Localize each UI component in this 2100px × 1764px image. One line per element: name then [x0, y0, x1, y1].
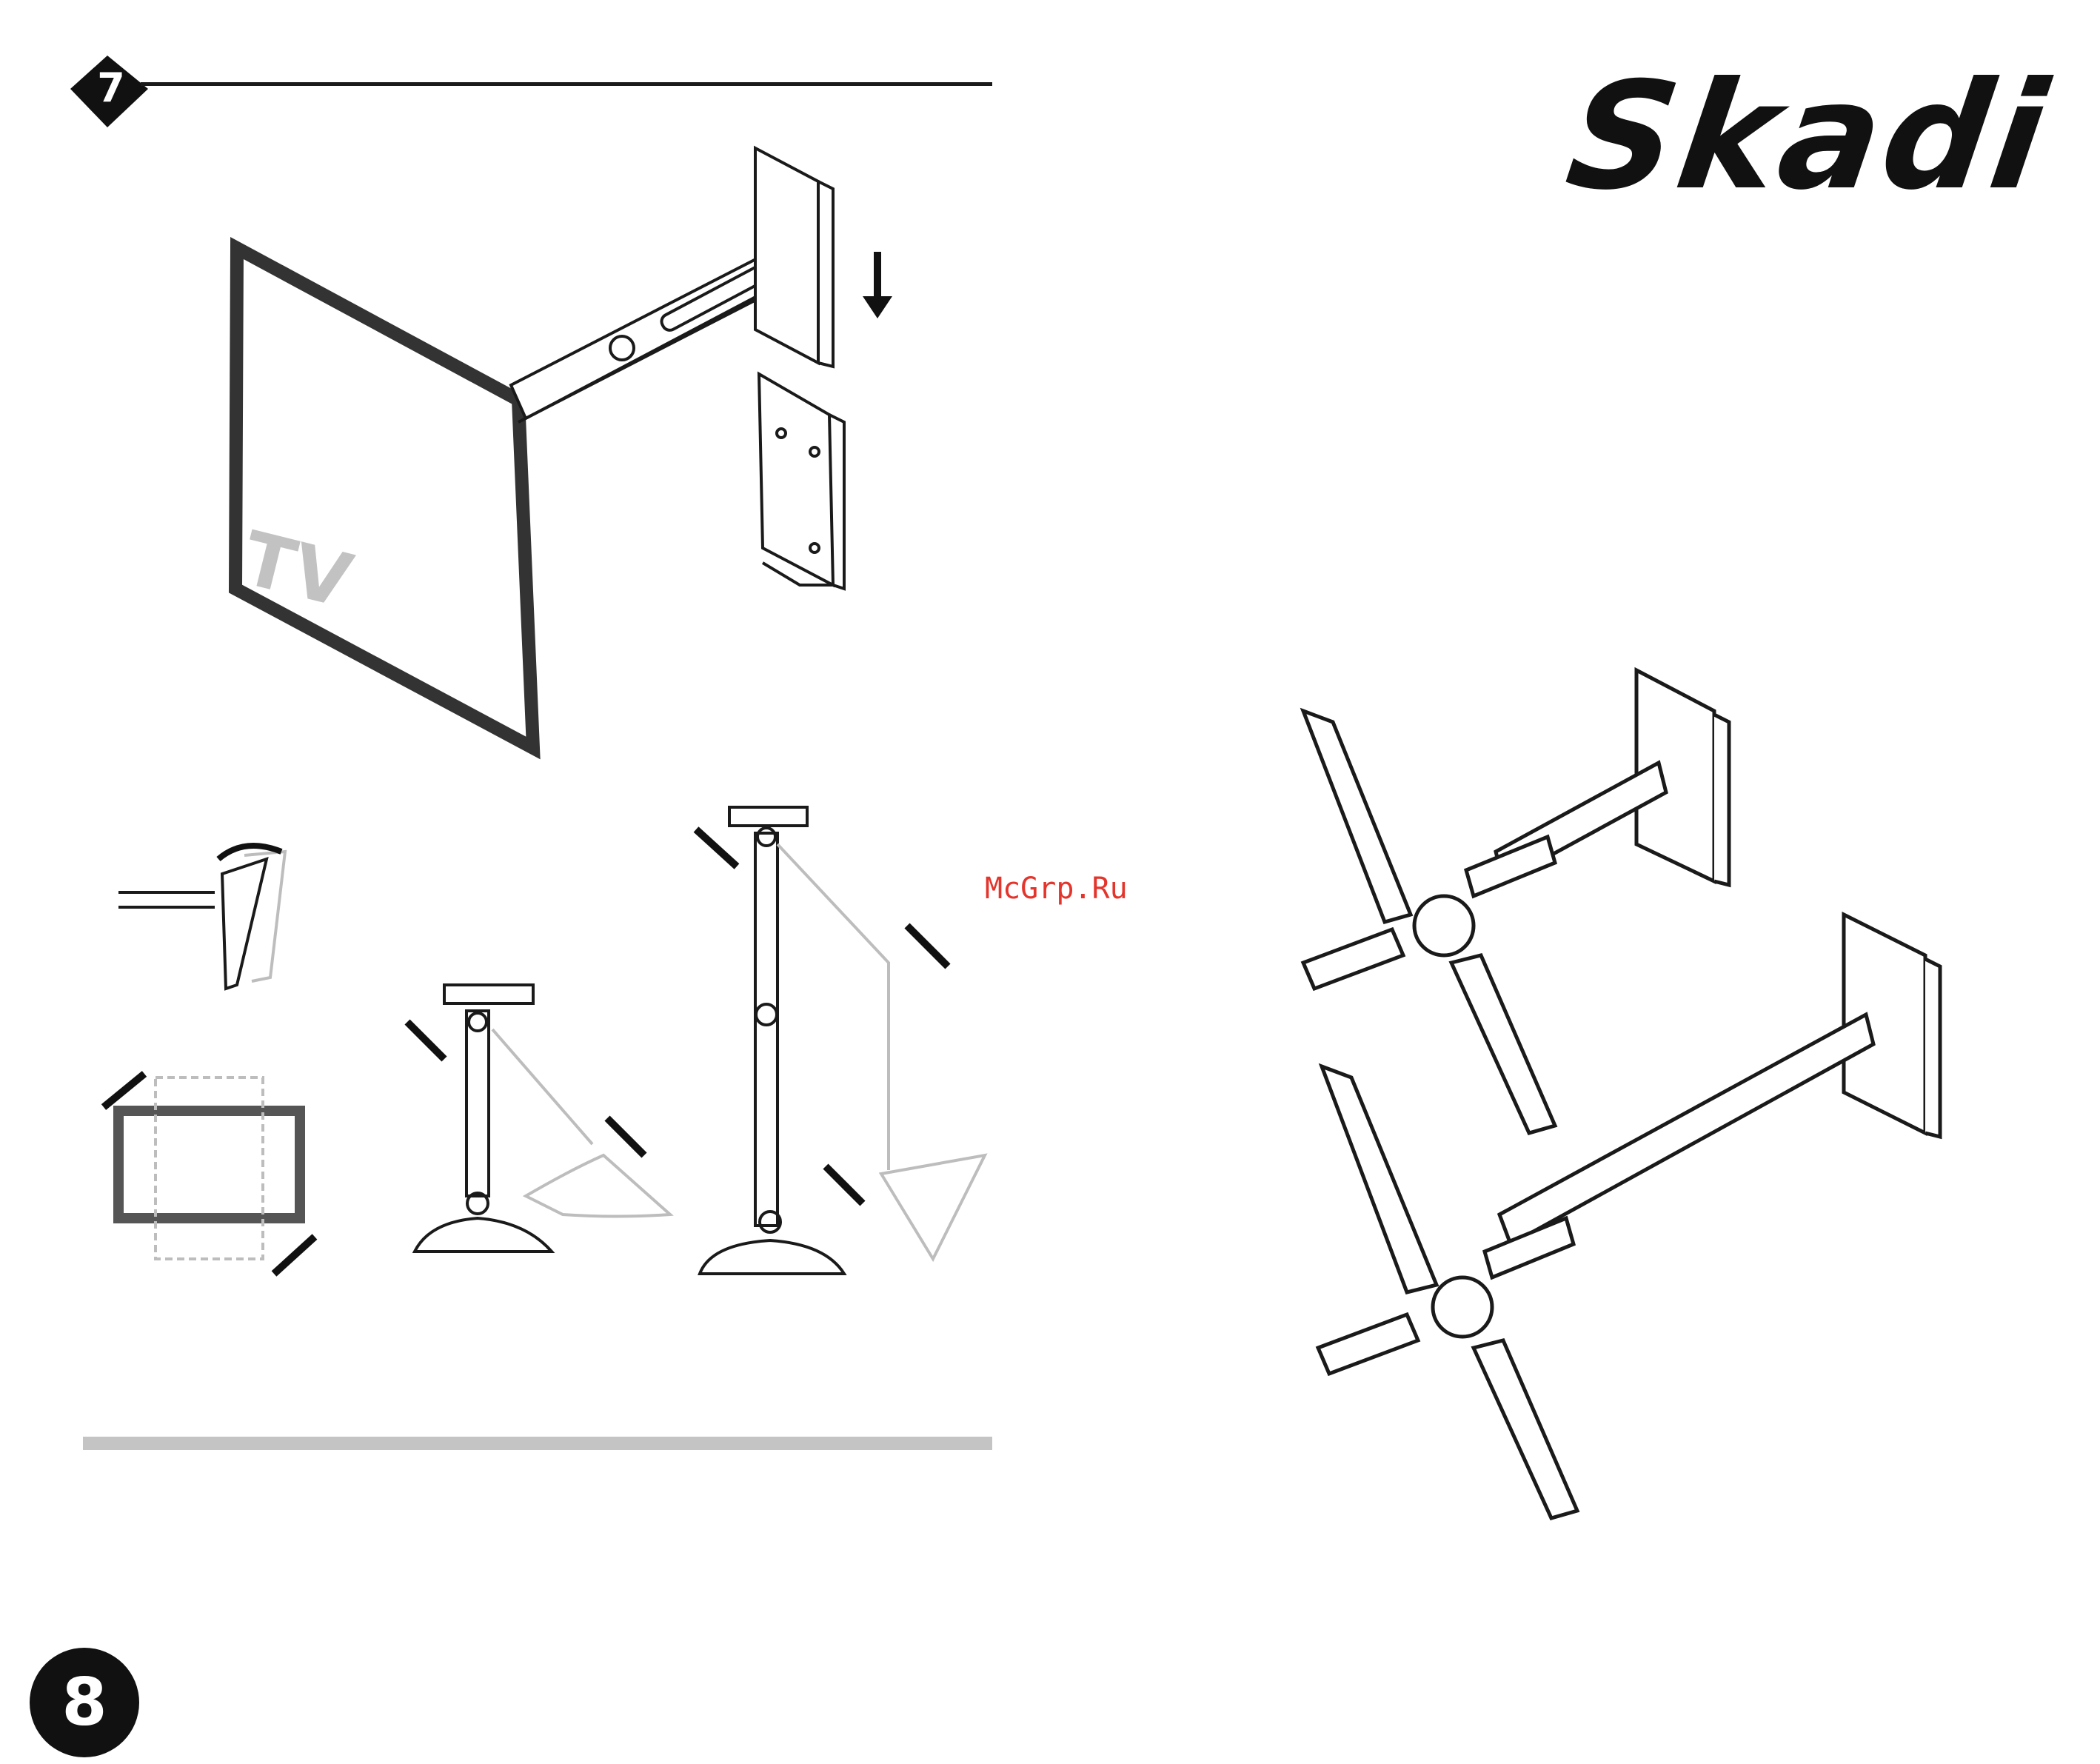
watermark: McGrp.Ru — [985, 866, 1192, 911]
page-number: 8 — [30, 1648, 139, 1757]
bottom-rule — [83, 1437, 992, 1450]
